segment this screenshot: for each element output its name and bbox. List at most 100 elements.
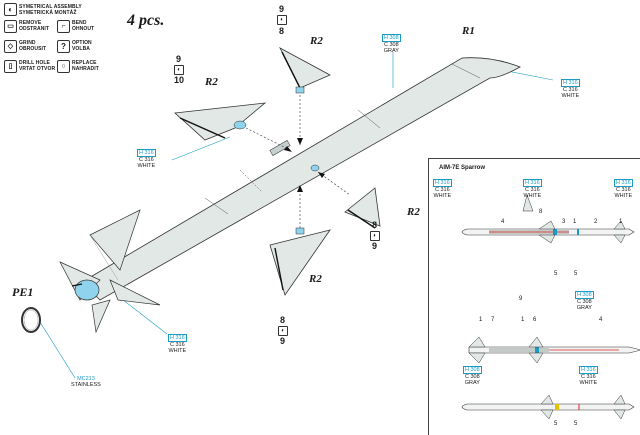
callout-5a: 5: [554, 271, 558, 277]
panel-title: AIM-7E Sparrow: [439, 165, 486, 171]
remove-icon: ▭: [4, 20, 17, 33]
color-name: WHITE: [168, 348, 187, 355]
callout-5b: 5: [574, 271, 578, 277]
color-code-c: C 316: [581, 374, 596, 381]
color-code-c: C 316: [139, 157, 154, 164]
legend-option-cz: VOLBA: [72, 46, 90, 52]
callout-3: 3: [562, 219, 566, 225]
legend-remove-en: REMOVE: [19, 20, 42, 26]
color-code-h: H 316: [523, 179, 542, 188]
color-code-c: C 316: [525, 187, 540, 194]
callout-row2-4: 4: [599, 317, 603, 323]
color-name: WHITE: [579, 380, 598, 387]
panel-color-6: H 316 C 316 WHITE: [579, 366, 598, 386]
callout-row2-1b: 1: [521, 317, 525, 323]
step-top-a: 9: [279, 4, 285, 14]
color-name: GRAY: [464, 380, 480, 387]
nozzle: [74, 279, 100, 301]
label-pe1: PE1: [12, 285, 34, 299]
legend-drill-cz: VRTAT OTVOR: [19, 66, 56, 72]
panel-color-3: H 316 C 316 WHITE: [614, 179, 633, 199]
profile-1: [461, 220, 635, 244]
fin-bottom: [269, 185, 331, 296]
panel-missile-profiles: [461, 194, 640, 420]
color-code-c: C 308: [577, 299, 592, 306]
legend-drill-en: DRILL HOLE: [19, 60, 50, 66]
color-code-c: C 316: [435, 187, 450, 194]
label-r1: R1: [462, 25, 475, 37]
tail-fins: [59, 209, 161, 334]
color-code-c: C 316: [616, 187, 631, 194]
color-code-h: H 316: [614, 179, 633, 188]
option-icon: ?: [57, 40, 70, 53]
color-code-h: H 316: [433, 179, 452, 188]
drill-hole-icon: ▯: [4, 60, 17, 73]
color-code-h: H 316: [168, 334, 187, 343]
legend-replace-cz: NAHRADIT: [72, 66, 99, 72]
callout-row2-6: 6: [533, 317, 537, 323]
grind-icon: ◇: [4, 40, 17, 53]
color-code-c: C 308: [384, 42, 399, 49]
legend-option-en: OPTION: [72, 40, 92, 46]
color-callout-fin-white: H 316 C 316 WHITE: [137, 149, 156, 169]
mc213-code: MC213: [77, 376, 95, 382]
callout-row2-1a: 1: [479, 317, 483, 323]
symmetrical-assembly-icon: ◐: [277, 15, 287, 25]
color-name: WHITE: [433, 193, 452, 200]
callout-1b: 1: [619, 219, 623, 225]
color-name: GRAY: [576, 305, 592, 312]
color-code-h: H 308: [382, 34, 401, 43]
callout-row2-7: 7: [491, 317, 495, 323]
pe1-ring: [21, 307, 41, 333]
color-name: WHITE: [137, 163, 156, 170]
step-right-b: 9: [372, 241, 378, 251]
step-left-a: 9: [176, 54, 182, 64]
callout-8: 8: [539, 209, 543, 215]
callout-9: 9: [519, 296, 523, 302]
fin-detail: [522, 194, 534, 212]
replace-icon: ○: [57, 60, 70, 73]
profile-3: [461, 394, 635, 420]
profile-2: [468, 336, 640, 364]
color-name: WHITE: [561, 93, 580, 100]
callout-2: 2: [594, 219, 598, 225]
aim7e-panel: AIM-7E Sparrow: [428, 158, 640, 435]
color-code-c: C 316: [563, 87, 578, 94]
missile-body: [81, 57, 521, 301]
symmetrical-assembly-icon: ◐: [4, 3, 17, 16]
color-code-h: H 316: [137, 149, 156, 158]
color-callout-r1-white: H 316 C 316 WHITE: [561, 79, 580, 99]
step-left-b: 10: [174, 75, 185, 85]
color-leader-lines: [39, 52, 554, 379]
legend-remove-cz: ODSTRANIT: [19, 26, 50, 32]
callout-row3-5a: 5: [554, 421, 558, 427]
panel-color-2: H 316 C 316 WHITE: [523, 179, 542, 199]
color-name: GRAY: [383, 48, 399, 55]
color-callout-tail-white: H 316 C 316 WHITE: [168, 334, 187, 354]
fin-left: [174, 102, 292, 152]
symmetrical-assembly-icon: ◐: [174, 65, 184, 75]
callout-1a: 1: [573, 219, 577, 225]
color-callout-r1-gray: H 308 C 308 GRAY: [382, 34, 401, 54]
fin-right: [317, 171, 381, 229]
page-title: 4 pcs.: [127, 12, 165, 29]
label-r2-right: R2: [407, 206, 420, 218]
color-code-h: H 316: [579, 366, 598, 375]
bend-icon: ⌐: [57, 20, 70, 33]
legend-replace-en: REPLACE: [72, 60, 97, 66]
stainless-label: STAINLESS: [71, 382, 101, 389]
panel-color-5: H 308 C 308 GRAY: [463, 366, 482, 386]
legend-symmetrical-cz: SYMETRICKÁ MONTÁŽ: [19, 10, 77, 16]
panel-color-4: H 308 C 308 GRAY: [575, 291, 594, 311]
step-right-a: 8: [372, 220, 378, 230]
color-name: WHITE: [523, 193, 542, 200]
legend-symmetrical-en: SYMETRICAL ASSEMBLY: [19, 4, 82, 10]
label-r2-top: R2: [310, 35, 323, 47]
callout-4: 4: [501, 219, 505, 225]
legend-grind-en: GRIND: [19, 40, 36, 46]
label-r2-bottom: R2: [309, 273, 322, 285]
symmetrical-assembly-icon: ◐: [278, 326, 288, 336]
step-top-b: 8: [279, 26, 285, 36]
